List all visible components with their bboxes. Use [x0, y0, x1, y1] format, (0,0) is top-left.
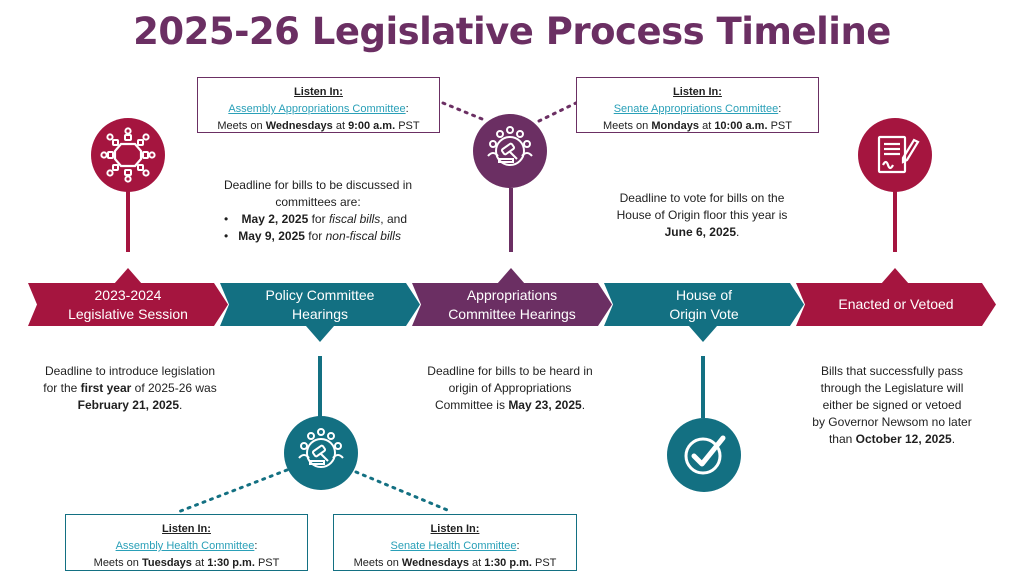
policy-note: Deadline for bills to be discussed in co…	[223, 178, 413, 243]
gavel-committee-icon	[473, 114, 547, 188]
vote-note: Deadline to vote for bills on the House …	[616, 191, 788, 239]
stage-label: Origin Vote	[669, 305, 739, 322]
assembly-appropriations-link[interactable]: Assembly Appropriations Committee	[228, 103, 406, 115]
listen-heading: Listen In:	[162, 523, 211, 535]
listen-heading: Listen In:	[673, 86, 722, 98]
assembly-health-link[interactable]: Assembly Health Committee	[115, 540, 255, 552]
stage-label: Policy Committee	[265, 286, 375, 303]
page-title: 2025-26 Legislative Process Timeline	[133, 10, 891, 53]
stage-label: Enacted or Vetoed	[838, 296, 954, 312]
stage-label: Legislative Session	[68, 305, 188, 322]
listen-heading: Listen In:	[430, 523, 480, 535]
gavel-committee-icon	[284, 416, 358, 490]
signed-document-icon	[858, 118, 932, 192]
stage-enacted: Enacted or Vetoed	[796, 283, 996, 326]
listen-box-assembly-health: Listen In: Assembly Health Committee: Me…	[65, 514, 308, 571]
senate-health-link[interactable]: Senate Health Committee	[390, 540, 517, 552]
senate-appropriations-link[interactable]: Senate Appropriations Committee	[613, 103, 779, 115]
stage-label: House of	[675, 286, 733, 303]
appropriations-note: Deadline for bills to be heard in origin…	[427, 364, 593, 412]
checkmark-icon	[667, 418, 741, 492]
stage-label: 2023-2024	[94, 286, 162, 303]
listen-box-senate-health: Listen In: Senate Health Committee: Meet…	[333, 514, 577, 571]
cabinet-meeting-icon	[91, 118, 165, 192]
stage-label: Committee Hearings	[448, 305, 576, 322]
stage-label: Hearings	[291, 305, 348, 322]
stage-vote: House of Origin Vote	[604, 283, 804, 326]
session-note: Deadline to introduce legislation for th…	[43, 364, 217, 412]
enacted-note: Bills that successfully pass through the…	[812, 364, 972, 446]
stage-label: Appropriations	[466, 286, 558, 303]
listen-box-senate-appropriations: Listen In: Senate Appropriations Committ…	[576, 77, 819, 133]
listen-heading: Listen In:	[294, 86, 343, 98]
listen-box-assembly-appropriations: Listen In: Assembly Appropriations Commi…	[197, 77, 440, 133]
